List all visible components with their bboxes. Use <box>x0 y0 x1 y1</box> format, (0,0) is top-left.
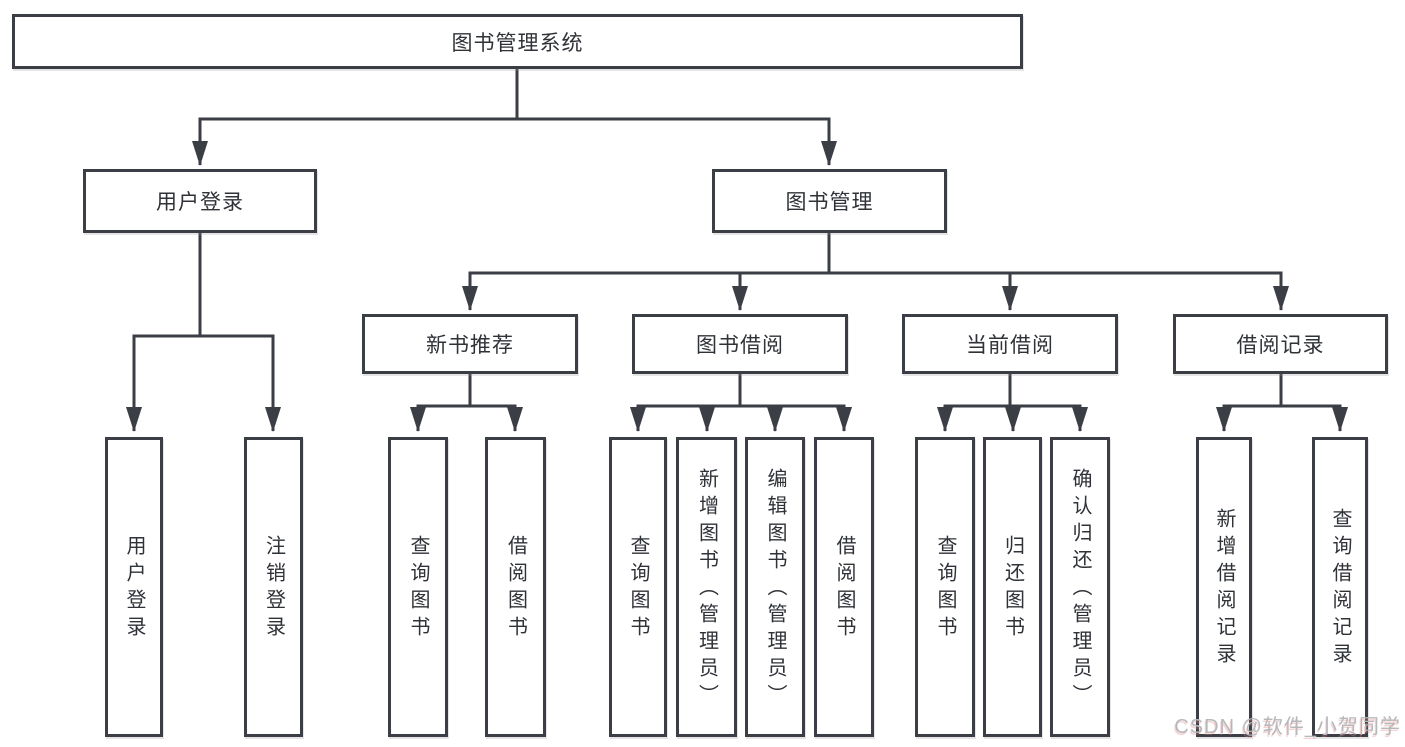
leaf-user-login: 用户登录 <box>105 437 163 737</box>
csdn-watermark: CSDN @软件_小贺同学 <box>1174 716 1401 738</box>
leaf-add-book-admin: 新增图书（管理员） <box>676 437 737 737</box>
leaf-add-borrow-record: 新增借阅记录 <box>1196 437 1252 737</box>
leaf-borrow-book: 借阅图书 <box>814 437 874 737</box>
node-borrow-record: 借阅记录 <box>1173 314 1388 374</box>
leaf-borrow-query-book: 查询图书 <box>609 437 667 737</box>
tree-arrow-lines <box>126 119 1348 432</box>
node-book-borrow: 图书借阅 <box>632 314 848 374</box>
leaf-current-query-book: 查询图书 <box>915 437 975 737</box>
leaf-recommend-borrow-book: 借阅图书 <box>485 437 546 737</box>
leaf-logout: 注销登录 <box>244 437 303 737</box>
leaf-edit-book-admin: 编辑图书（管理员） <box>745 437 805 737</box>
node-new-book-recommend: 新书推荐 <box>362 314 578 374</box>
leaf-query-borrow-record: 查询借阅记录 <box>1312 437 1368 737</box>
node-user-login: 用户登录 <box>83 169 317 233</box>
tree-branch-lines <box>132 67 1342 408</box>
node-book-management: 图书管理 <box>712 169 947 233</box>
leaf-recommend-query-book: 查询图书 <box>388 437 448 737</box>
node-current-borrow: 当前借阅 <box>902 314 1118 374</box>
leaf-return-book: 归还图书 <box>983 437 1042 737</box>
leaf-confirm-return-admin: 确认归还（管理员） <box>1050 437 1110 737</box>
node-root-library-management-system: 图书管理系统 <box>12 14 1023 69</box>
